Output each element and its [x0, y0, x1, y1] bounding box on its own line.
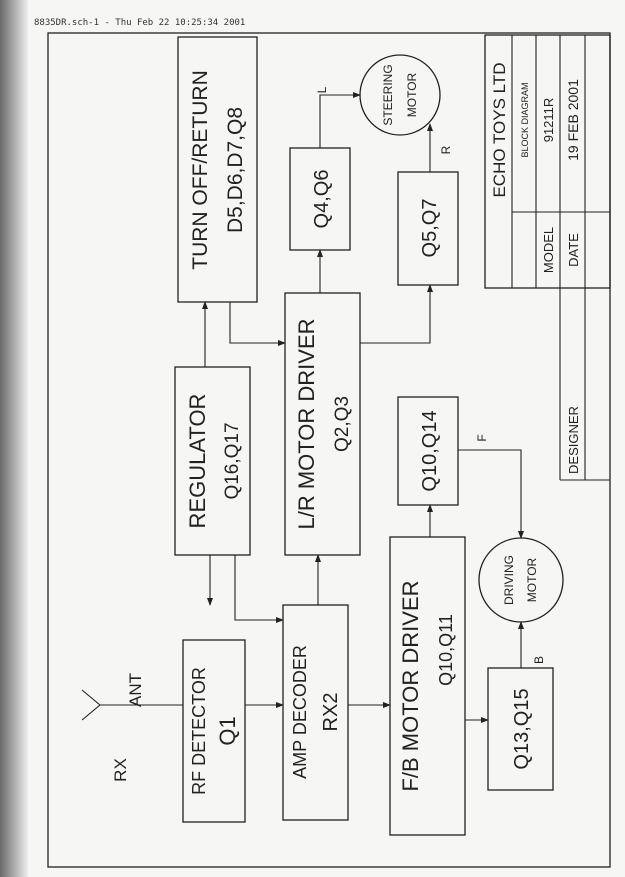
svg-text:Q4,Q6: Q4,Q6	[311, 170, 333, 229]
rx-label: RX	[111, 758, 130, 782]
l-label: L	[315, 86, 329, 93]
file-header: 8835DR.sch-1 - Thu Feb 22 10:25:34 2001	[34, 18, 246, 28]
svg-text:F/B MOTOR DRIVER: F/B MOTOR DRIVER	[398, 580, 423, 791]
antenna-icon	[81, 689, 183, 721]
svg-text:L/R MOTOR DRIVER: L/R MOTOR DRIVER	[294, 318, 319, 529]
model-value: 91211R	[541, 98, 556, 143]
driving-motor: DRIVING MOTOR	[478, 537, 564, 623]
svg-text:RX2: RX2	[320, 693, 342, 732]
q13-q15-block: Q13,Q15	[487, 667, 554, 791]
amp-decoder-block: AMP DECODER RX2	[282, 604, 349, 821]
q10-q14-block: Q10,Q14	[397, 396, 459, 506]
svg-text:Q10,Q11: Q10,Q11	[436, 614, 456, 686]
svg-text:Q10,Q14: Q10,Q14	[419, 410, 441, 491]
model-label: MODEL	[541, 227, 556, 273]
scan-edge	[0, 0, 28, 877]
svg-text:Q16,Q17: Q16,Q17	[222, 422, 243, 499]
ant-label: ANT	[126, 673, 145, 707]
steering-motor: STEERING MOTOR	[359, 54, 441, 136]
svg-text:D5,D6,D7,Q8: D5,D6,D7,Q8	[224, 107, 247, 233]
svg-text:Q2,Q3: Q2,Q3	[332, 396, 353, 452]
svg-text:Q13,Q15: Q13,Q15	[511, 688, 533, 769]
rf-detector-block: RF DETECTOR Q1	[182, 639, 246, 823]
title-block: ECHO TOYS LTD BLOCK DIAGRAM MODEL 91211R…	[484, 34, 611, 481]
b-label: B	[532, 656, 546, 664]
q4-q6-block: Q4,Q6	[289, 147, 351, 251]
diagram-border	[47, 32, 611, 868]
company-name: ECHO TOYS LTD	[490, 62, 509, 197]
svg-text:STEERING: STEERING	[381, 64, 395, 125]
designer-label: DESIGNER	[566, 406, 581, 474]
svg-text:RF DETECTOR: RF DETECTOR	[189, 667, 209, 795]
svg-text:AMP DECODER: AMP DECODER	[290, 645, 310, 779]
svg-text:MOTOR: MOTOR	[525, 557, 539, 602]
svg-text:TURN OFF/RETURN: TURN OFF/RETURN	[189, 70, 212, 269]
connections	[202, 92, 524, 723]
turn-off-return-block: TURN OFF/RETURN D5,D6,D7,Q8	[177, 36, 258, 303]
date-value: 19 FEB 2001	[565, 79, 581, 161]
svg-text:DRIVING: DRIVING	[502, 555, 516, 605]
diagram-title: BLOCK DIAGRAM	[520, 82, 530, 157]
f-label: F	[475, 434, 489, 441]
svg-text:Q5,Q7: Q5,Q7	[419, 199, 441, 258]
svg-text:Q1: Q1	[215, 716, 240, 745]
fb-motor-driver-block: F/B MOTOR DRIVER Q10,Q11	[389, 536, 466, 836]
regulator-block: REGULATOR Q16,Q17	[174, 366, 251, 556]
svg-text:MOTOR: MOTOR	[405, 72, 419, 117]
r-label: R	[439, 145, 453, 154]
q5-q7-block: Q5,Q7	[397, 171, 459, 286]
lr-motor-driver-block: L/R MOTOR DRIVER Q2,Q3	[284, 292, 361, 556]
svg-text:REGULATOR: REGULATOR	[185, 394, 210, 529]
date-label: DATE	[566, 233, 581, 267]
